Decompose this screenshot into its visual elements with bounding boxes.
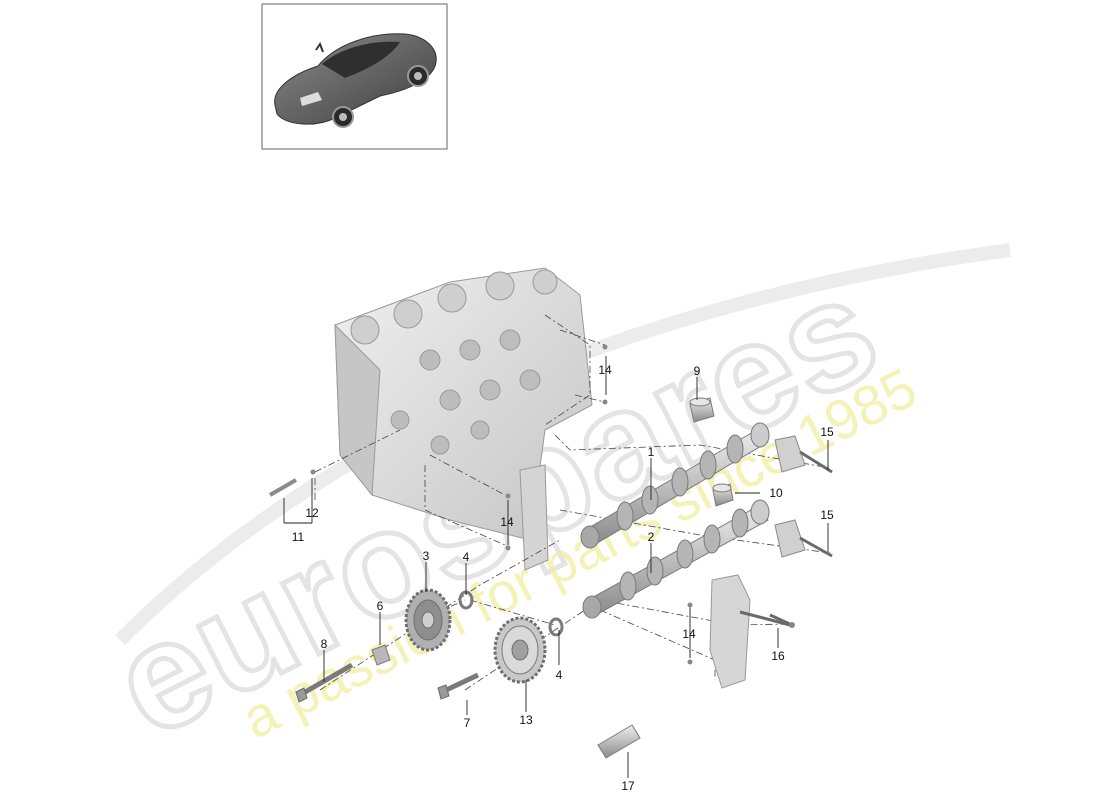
washer-4-lower[interactable]: [548, 617, 564, 637]
car-thumbnail[interactable]: [261, 3, 448, 150]
callout-4-upper[interactable]: 4: [463, 550, 470, 564]
bearing-cap-lower[interactable]: [774, 519, 833, 558]
callout-15-lower[interactable]: 15: [820, 508, 834, 522]
callout-14-bottom[interactable]: 14: [682, 627, 696, 641]
car-icon: [274, 33, 437, 128]
pin-11[interactable]: [269, 478, 297, 497]
camshaft-upper[interactable]: [580, 422, 770, 549]
callout-12[interactable]: 12: [305, 506, 319, 520]
callout-14-top[interactable]: 14: [598, 363, 612, 377]
bolt-8[interactable]: [295, 662, 354, 703]
sleeve-17[interactable]: [597, 724, 641, 759]
callout-9[interactable]: 9: [694, 364, 701, 378]
callout-7[interactable]: 7: [464, 716, 471, 730]
bolt-7[interactable]: [437, 672, 480, 700]
callout-15-upper[interactable]: 15: [820, 425, 834, 439]
callouts: 1 2 3 4 4 6 7 8 9 10 11 12 13 14 14 14 1…: [292, 363, 834, 793]
bolt-16[interactable]: [769, 613, 795, 628]
callout-13[interactable]: 13: [519, 713, 533, 727]
callout-17[interactable]: 17: [621, 779, 635, 793]
callout-2[interactable]: 2: [648, 530, 655, 544]
nut-6[interactable]: [371, 644, 391, 666]
callout-16[interactable]: 16: [771, 649, 785, 663]
callout-14-middle[interactable]: 14: [500, 515, 514, 529]
camshaft-lower[interactable]: [582, 499, 770, 619]
timing-housing[interactable]: [709, 574, 791, 689]
bushing-10[interactable]: [712, 483, 734, 507]
callout-8[interactable]: 8: [321, 637, 328, 651]
callout-11[interactable]: 11: [292, 530, 305, 544]
sprocket-13[interactable]: [493, 616, 547, 684]
callout-4-lower[interactable]: 4: [556, 668, 563, 682]
callout-3[interactable]: 3: [423, 549, 430, 563]
leader-lines: [283, 356, 829, 778]
bushing-9[interactable]: [689, 397, 715, 423]
cylinder-head[interactable]: [334, 267, 593, 571]
callout-1[interactable]: 1: [648, 445, 655, 459]
callout-6[interactable]: 6: [377, 599, 384, 613]
bearing-cap-upper[interactable]: [774, 435, 833, 474]
callout-10[interactable]: 10: [769, 486, 783, 500]
sprocket-3[interactable]: [404, 588, 452, 652]
dowel-pins: [310, 344, 693, 665]
